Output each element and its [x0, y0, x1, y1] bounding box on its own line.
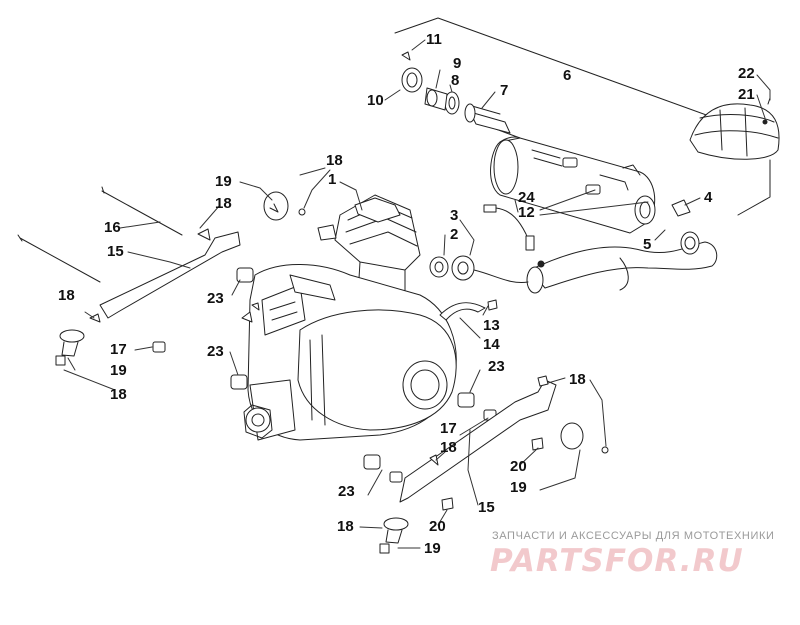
spacer [363, 454, 381, 470]
callout-8: 8 [451, 72, 460, 89]
callout-15: 15 [478, 499, 495, 516]
leader-line [394, 17, 771, 139]
long-bolt [101, 190, 183, 236]
watermark-logo: PARTSFOR.RU [490, 543, 744, 579]
callout-18: 18 [58, 287, 75, 304]
callout-23: 23 [488, 358, 505, 375]
mount-hardware [17, 186, 609, 554]
spacer [152, 341, 166, 353]
callout-23: 23 [207, 290, 224, 307]
callout-18: 18 [569, 371, 586, 388]
callout-17: 17 [440, 420, 457, 437]
callout-15: 15 [107, 243, 124, 260]
callout-18: 18 [215, 195, 232, 212]
callout-18: 18 [326, 152, 343, 169]
washer [263, 191, 289, 221]
callout-5: 5 [643, 236, 652, 253]
spacer [457, 392, 475, 408]
callout-23: 23 [207, 343, 224, 360]
callout-23: 23 [338, 483, 355, 500]
rubber-mount [383, 517, 409, 531]
callout-19: 19 [510, 479, 527, 496]
sensor-wire [483, 204, 545, 268]
callout-2: 2 [450, 226, 459, 243]
engine [241, 194, 486, 441]
callout-3: 3 [450, 207, 459, 224]
seal-ring [429, 256, 449, 278]
callout-16: 16 [104, 219, 121, 236]
long-bolt [19, 237, 101, 283]
tailpipe-parts [401, 51, 511, 134]
watermark-caption: ЗАПЧАСТИ И АКСЕССУАРЫ ДЛЯ МОТОТЕХНИКИ [492, 530, 775, 542]
callout-7: 7 [500, 82, 509, 99]
callout-18: 18 [110, 386, 127, 403]
callout-20: 20 [429, 518, 446, 535]
rubber-mount [59, 329, 85, 343]
callout-24: 24 [518, 189, 535, 206]
washer [560, 422, 584, 450]
callout-13: 13 [483, 317, 500, 334]
muffler [484, 124, 656, 234]
spacer [236, 267, 254, 283]
callout-18: 18 [440, 439, 457, 456]
left-bracket [99, 231, 241, 319]
callout-11: 11 [426, 31, 442, 48]
callout-19: 19 [110, 362, 127, 379]
callout-17: 17 [110, 341, 127, 358]
callout-12: 12 [518, 204, 535, 221]
heat-shield [689, 97, 780, 160]
exhaust-assembly [394, 17, 780, 294]
callout-9: 9 [453, 55, 462, 72]
callout-21: 21 [738, 86, 755, 103]
exhaust-gasket [451, 255, 475, 281]
callout-4: 4 [704, 189, 713, 206]
leader-lines [63, 39, 771, 549]
callout-14: 14 [483, 336, 500, 353]
callout-20: 20 [510, 458, 527, 475]
callout-18: 18 [337, 518, 354, 535]
callout-6: 6 [563, 67, 572, 84]
callout-22: 22 [738, 65, 755, 82]
spacer [389, 471, 403, 483]
callout-19: 19 [215, 173, 232, 190]
callout-10: 10 [367, 92, 384, 109]
callout-1: 1 [328, 171, 337, 188]
callout-19: 19 [424, 540, 441, 557]
spacer [230, 374, 248, 390]
leader-line [737, 159, 771, 216]
